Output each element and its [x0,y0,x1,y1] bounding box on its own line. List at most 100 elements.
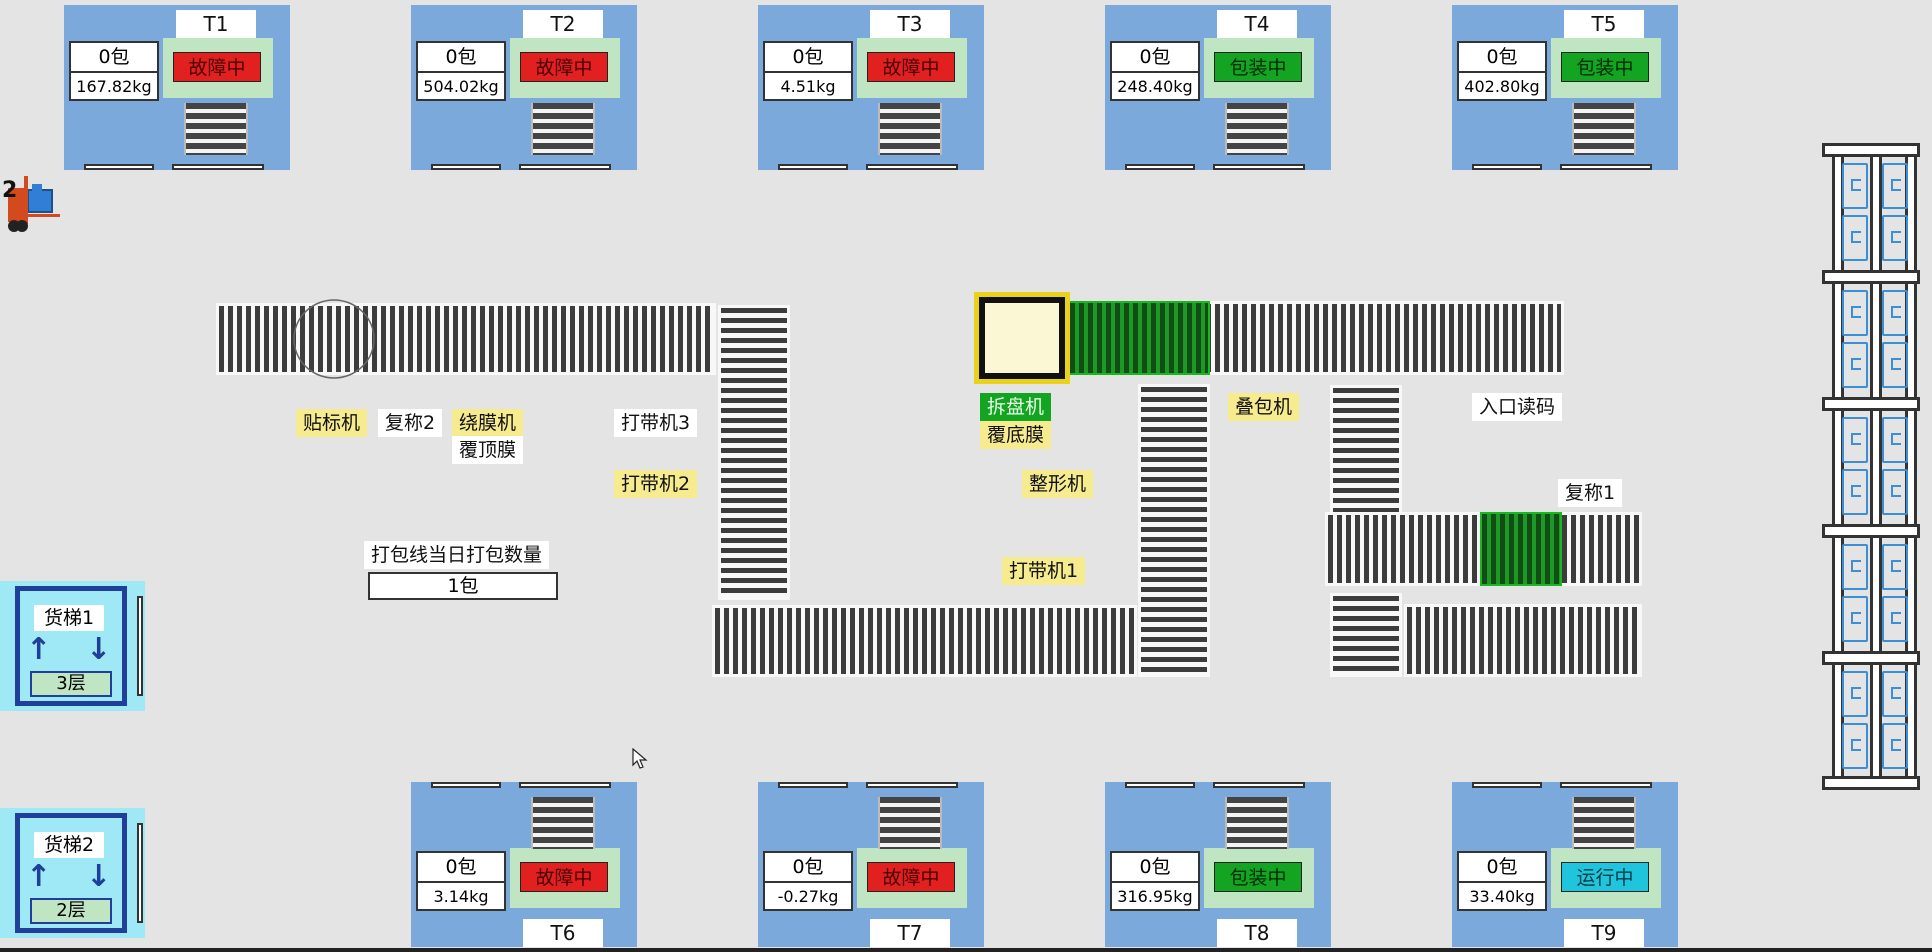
station-rail [778,782,848,788]
station-status-badge[interactable]: 包装中 [1561,52,1649,82]
station-conveyor [1225,797,1289,849]
station-status-panel: 运行中 [1551,848,1661,908]
rack-bin-icon [1882,469,1908,515]
station-title: T9 [1564,919,1644,947]
rack-bin-icon [1842,671,1868,717]
station-count: 0包 [765,43,851,73]
station-status-badge[interactable]: 故障中 [520,52,608,82]
conveyor-lower-right-vertical [1330,593,1402,677]
station-rail [1213,782,1305,788]
station-status-panel: 故障中 [510,848,620,908]
station-conveyor [1572,797,1636,849]
station-count: 0包 [71,43,157,73]
rack-bin-handle [1891,485,1901,497]
rack-bin-handle [1851,231,1861,243]
elevator-2[interactable]: 货梯2 ↑ ↓ 2层 [0,808,145,938]
station-conveyor [1225,103,1289,155]
station-status-badge[interactable]: 包装中 [1214,52,1302,82]
station-t9[interactable]: T9 0包 33.40kg 运行中 [1452,782,1678,947]
label-shaper: 整形机 [1022,470,1094,498]
rack-shelf [1822,776,1920,790]
label-wrapper: 绕膜机 [452,409,524,437]
rack-bin-handle [1851,485,1861,497]
rack-bin-icon [1842,469,1868,515]
station-status-badge[interactable]: 故障中 [173,52,261,82]
station-count: 0包 [765,853,851,883]
rack-bin-handle [1891,179,1901,191]
rack-bin-icon [1842,723,1868,769]
station-rail [1125,782,1195,788]
station-title: T6 [523,919,603,947]
station-conveyor [184,103,248,155]
elevator-name: 货梯1 [34,605,104,631]
station-rail [1472,782,1542,788]
elevator-1[interactable]: 货梯1 ↑ ↓ 3层 [0,581,145,711]
rack-bin-icon [1882,215,1908,261]
label-bottom-film: 覆底膜 [980,421,1052,449]
station-status-badge[interactable]: 故障中 [867,52,955,82]
label-reweigh2: 复称2 [378,409,443,437]
rack-bin-handle [1851,358,1861,370]
rack-shelf [1822,143,1920,157]
station-rail [1213,164,1305,170]
station-rail [866,782,958,788]
station-title: T5 [1564,10,1644,38]
station-count: 0包 [1459,43,1545,73]
elevator-frame: 货梯1 ↑ ↓ 3层 [15,586,127,706]
station-weight: 33.40kg [1469,887,1535,906]
station-count: 0包 [1459,853,1545,883]
rack-bin-icon [1842,544,1868,590]
station-title: T4 [1217,10,1297,38]
station-status-badge[interactable]: 故障中 [867,862,955,892]
daily-count-label: 打包线当日打包数量 [364,541,550,569]
station-conveyor [878,797,942,849]
station-status-badge[interactable]: 运行中 [1561,862,1649,892]
rack-bin-icon [1882,417,1908,463]
rack-bin-icon [1882,596,1908,642]
rack-bin-icon [1842,342,1868,388]
up-arrow-icon: ↑ [26,859,52,894]
conveyor-bottom [712,605,1137,677]
station-rail [1125,164,1195,170]
elevator-floor: 2层 [30,898,112,924]
rack-bin-handle [1851,433,1861,445]
rack-shelf [1822,397,1920,411]
label-entry-scan: 入口读码 [1472,393,1563,421]
rack-bin-handle [1851,687,1861,699]
rack-bin-handle [1891,687,1901,699]
label-labeler: 贴标机 [296,409,368,437]
station-weight: 3.14kg [433,887,489,906]
scanner-ring-icon [293,299,375,379]
rack-bin-icon [1842,596,1868,642]
station-rail [172,164,264,170]
station-title: T2 [523,10,603,38]
station-rail [778,164,848,170]
rack-bin-icon [1882,163,1908,209]
rack-bin-icon [1842,215,1868,261]
conveyor-strapper1 [1138,384,1210,677]
rack-bin-icon [1842,163,1868,209]
rack-bin-handle [1891,739,1901,751]
rack-bin-icon [1842,417,1868,463]
station-title: T1 [176,10,256,38]
rack-bin-handle [1851,612,1861,624]
station-title: T3 [870,10,950,38]
station-status-badge[interactable]: 故障中 [520,862,608,892]
station-count: 0包 [1112,43,1198,73]
station-weight: 316.95kg [1117,887,1193,906]
rack-shelf [1822,270,1920,284]
station-status-badge[interactable]: 包装中 [1214,862,1302,892]
down-arrow-icon: ↓ [86,859,112,894]
station-rail [1472,164,1542,170]
